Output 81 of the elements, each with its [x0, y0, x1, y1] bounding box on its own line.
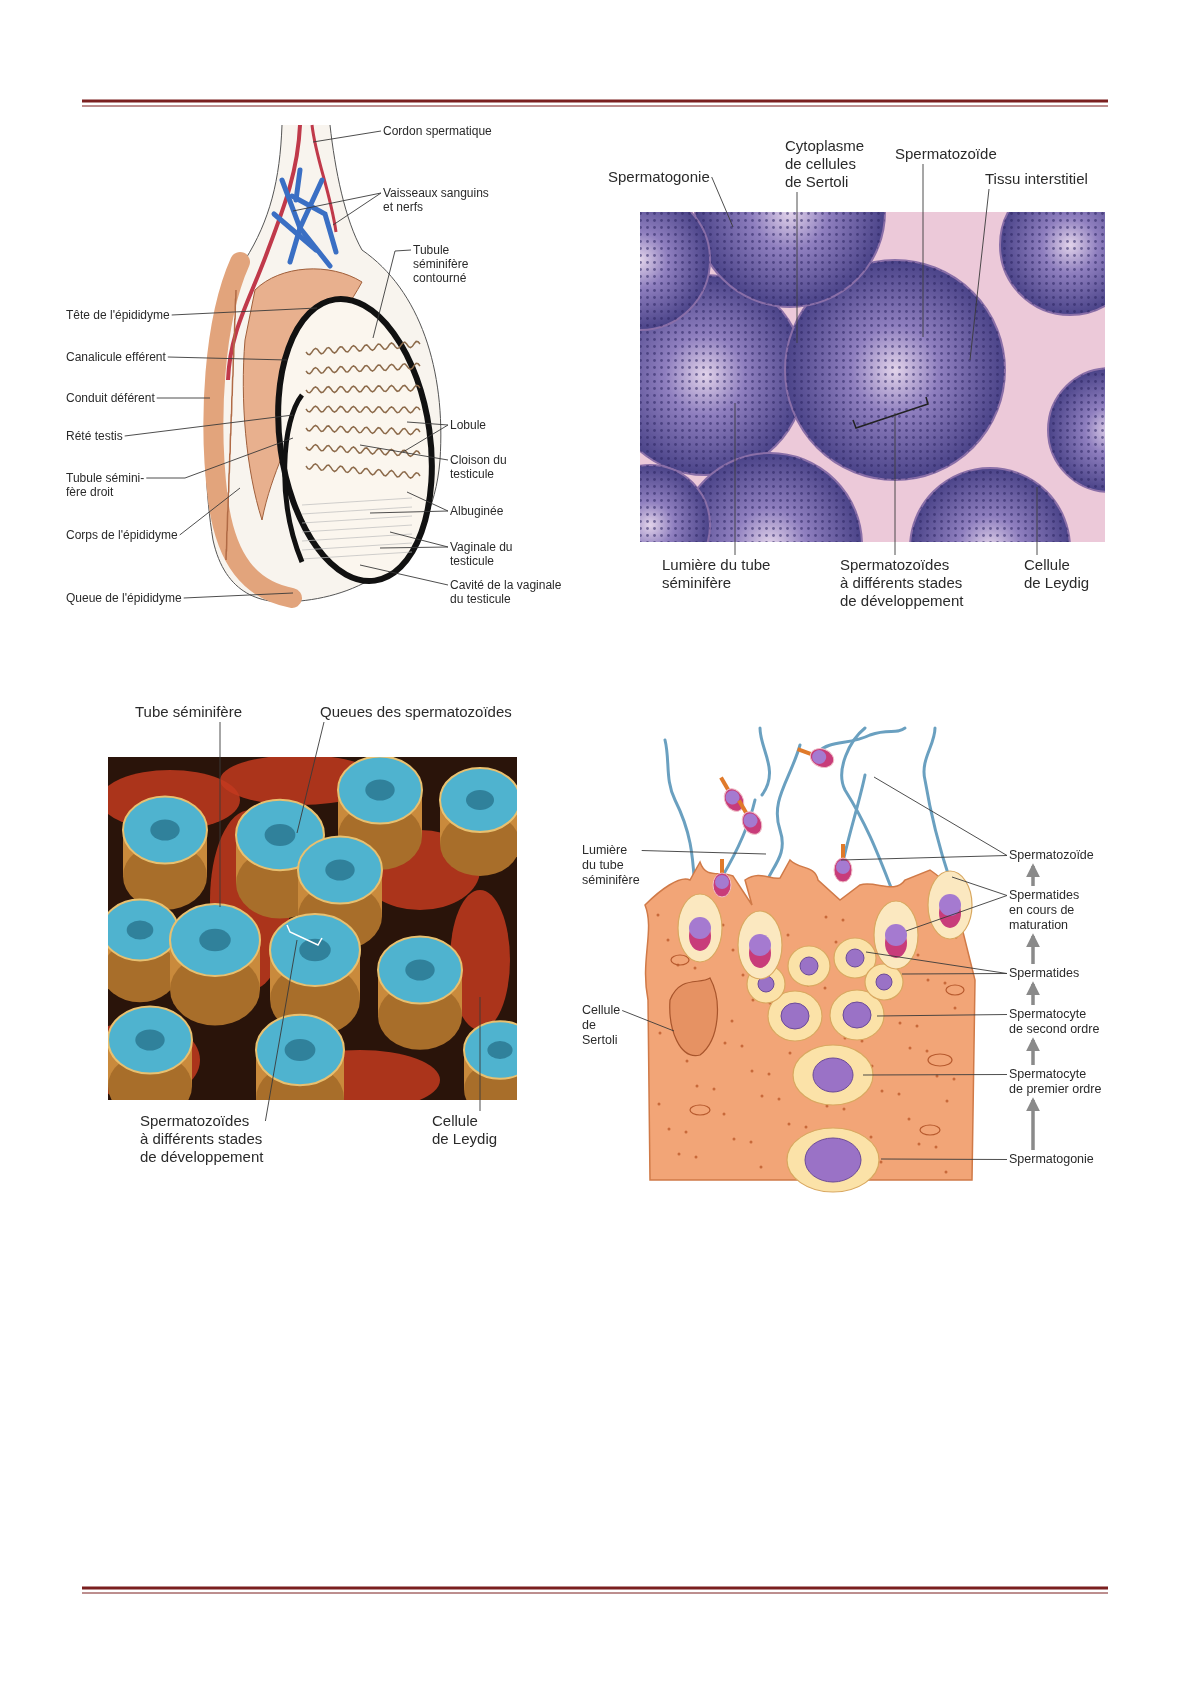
part-label: Corps de l'épididyme [66, 528, 178, 542]
leader-line [156, 397, 211, 399]
leader-line [951, 876, 1008, 896]
part-label: Vaginale du testicule [450, 540, 513, 568]
leader-line [479, 996, 481, 1112]
part-label: Cellule de Leydig [1024, 556, 1090, 592]
stage-arrow [1026, 1037, 1040, 1065]
part-label: Tube séminifère [135, 703, 242, 721]
part-label: Tubule séminifère contourné [413, 243, 469, 285]
leader-line [171, 307, 318, 316]
leader-line [873, 776, 1008, 856]
part-label: Rété testis [66, 429, 123, 443]
part-label: Spermatides [1009, 966, 1080, 981]
part-label: Cavité de la vaginale du testicule [450, 578, 562, 606]
leader-line [296, 721, 325, 834]
leader-line [402, 424, 449, 453]
leader-line [880, 1158, 1008, 1160]
part-label: Spermatogonie [608, 168, 710, 186]
part-label: Cellule de Sertoli [582, 1003, 621, 1048]
part-label: Spermatozoïdes à différents stades de développement [840, 556, 964, 610]
leader-line [145, 437, 294, 479]
leader-line [621, 1010, 675, 1032]
part-label: Lumière du tube séminifère [662, 556, 771, 592]
part-label: Lobule [450, 418, 487, 432]
leader-line [359, 564, 449, 586]
leader-line [894, 412, 896, 556]
leader-line [369, 510, 449, 514]
part-label: Tissu interstitiel [985, 170, 1088, 188]
part-label: Cellule de Leydig [432, 1112, 498, 1148]
part-label: Lumière du tube séminifère [582, 843, 640, 888]
part-label: Spermatogonie [1009, 1152, 1094, 1167]
leader-line [167, 356, 288, 361]
part-label: Cytoplasme de cellules de Sertoli [785, 137, 865, 191]
leader-line [862, 1074, 1008, 1076]
part-label: Cloison du testicule [450, 453, 507, 481]
leader-line [641, 850, 767, 855]
leader-line [905, 895, 1008, 932]
leader-line [359, 444, 449, 461]
leader-line [372, 249, 412, 339]
stage-arrow [1026, 981, 1040, 1005]
leader-line [219, 721, 221, 908]
leader-line [734, 402, 736, 556]
part-label: Spermatozoïdes à différents stades de développement [140, 1112, 264, 1166]
part-label: Canalicule efférent [66, 350, 166, 364]
tubule-scan-drawing [108, 757, 517, 1100]
tubule-micrograph-drawing [640, 212, 1105, 542]
leader-line [865, 951, 1008, 974]
leader-line [183, 592, 294, 599]
leader-line [292, 192, 382, 212]
part-label: Queues des spermatozoïdes [320, 703, 512, 721]
leader-line [179, 487, 241, 536]
part-label: Vaisseaux sanguins et nerfs [383, 186, 489, 214]
stage-arrow [1026, 933, 1040, 964]
part-label: Cordon spermatique [383, 124, 492, 138]
leader-line [840, 855, 1008, 861]
leader-line [406, 491, 449, 512]
stage-arrow [1026, 1097, 1040, 1150]
leader-line [922, 163, 924, 338]
leader-line [406, 421, 449, 426]
leader-line [969, 188, 990, 361]
leader-line [312, 130, 382, 143]
leader-line [876, 1014, 1008, 1017]
part-label: Spermatozoïde [895, 145, 997, 163]
leader-line [901, 973, 1008, 975]
part-label: Spermatides en cours de maturation [1009, 888, 1080, 933]
leader-line [796, 191, 798, 344]
part-label: Spermatocyte de premier ordre [1009, 1067, 1102, 1097]
part-label: Tête de l'épididyme [66, 308, 170, 322]
leader-line [1036, 486, 1038, 556]
part-label: Albuginée [450, 504, 504, 518]
leader-line [332, 192, 382, 226]
part-label: Spermatozoïde [1009, 848, 1094, 863]
leader-line [379, 546, 449, 549]
leader-line [124, 414, 294, 437]
leader-line [711, 176, 734, 228]
part-label: Tubule sémini- fère droit [66, 471, 145, 499]
part-label: Spermatocyte de second ordre [1009, 1007, 1100, 1037]
part-label: Conduit déférent [66, 391, 155, 405]
part-label: Queue de l'épididyme [66, 591, 182, 605]
seminiferous-epithelium-drawing [644, 726, 976, 1193]
stage-arrow [1026, 863, 1040, 886]
